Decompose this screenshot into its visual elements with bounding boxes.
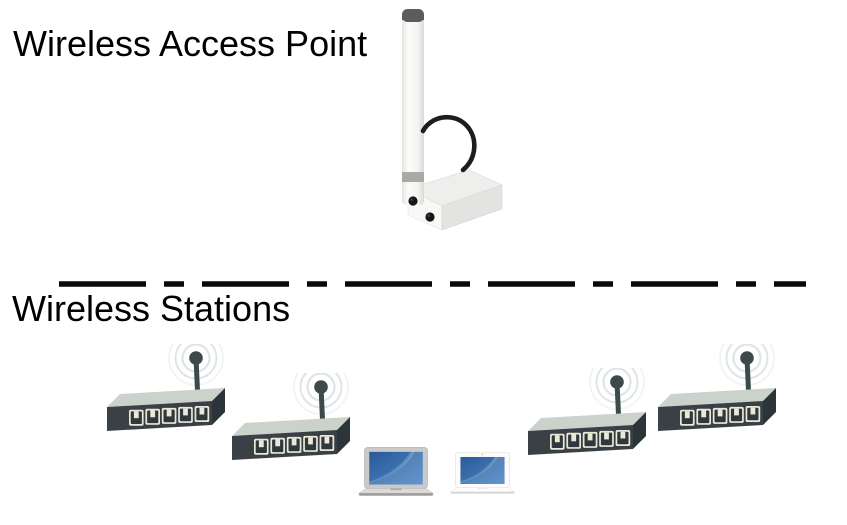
- antenna-band: [402, 172, 424, 182]
- cable-icon: [420, 114, 477, 173]
- wireless-router-1: [97, 344, 232, 439]
- wireless-router-3: [518, 368, 653, 463]
- wireless-router-4: [648, 344, 783, 439]
- stations-label: Wireless Stations: [12, 288, 291, 329]
- antenna-mast: [402, 9, 424, 205]
- connector-knobs: [408, 196, 435, 222]
- access-point-label: Wireless Access Point: [13, 23, 368, 64]
- laptop-silver: [356, 447, 436, 497]
- dashed-divider: [59, 281, 806, 287]
- laptop-white: [448, 452, 517, 495]
- access-point-device: [402, 9, 503, 231]
- wireless-router-2: [222, 373, 357, 468]
- antenna-cap: [402, 9, 424, 22]
